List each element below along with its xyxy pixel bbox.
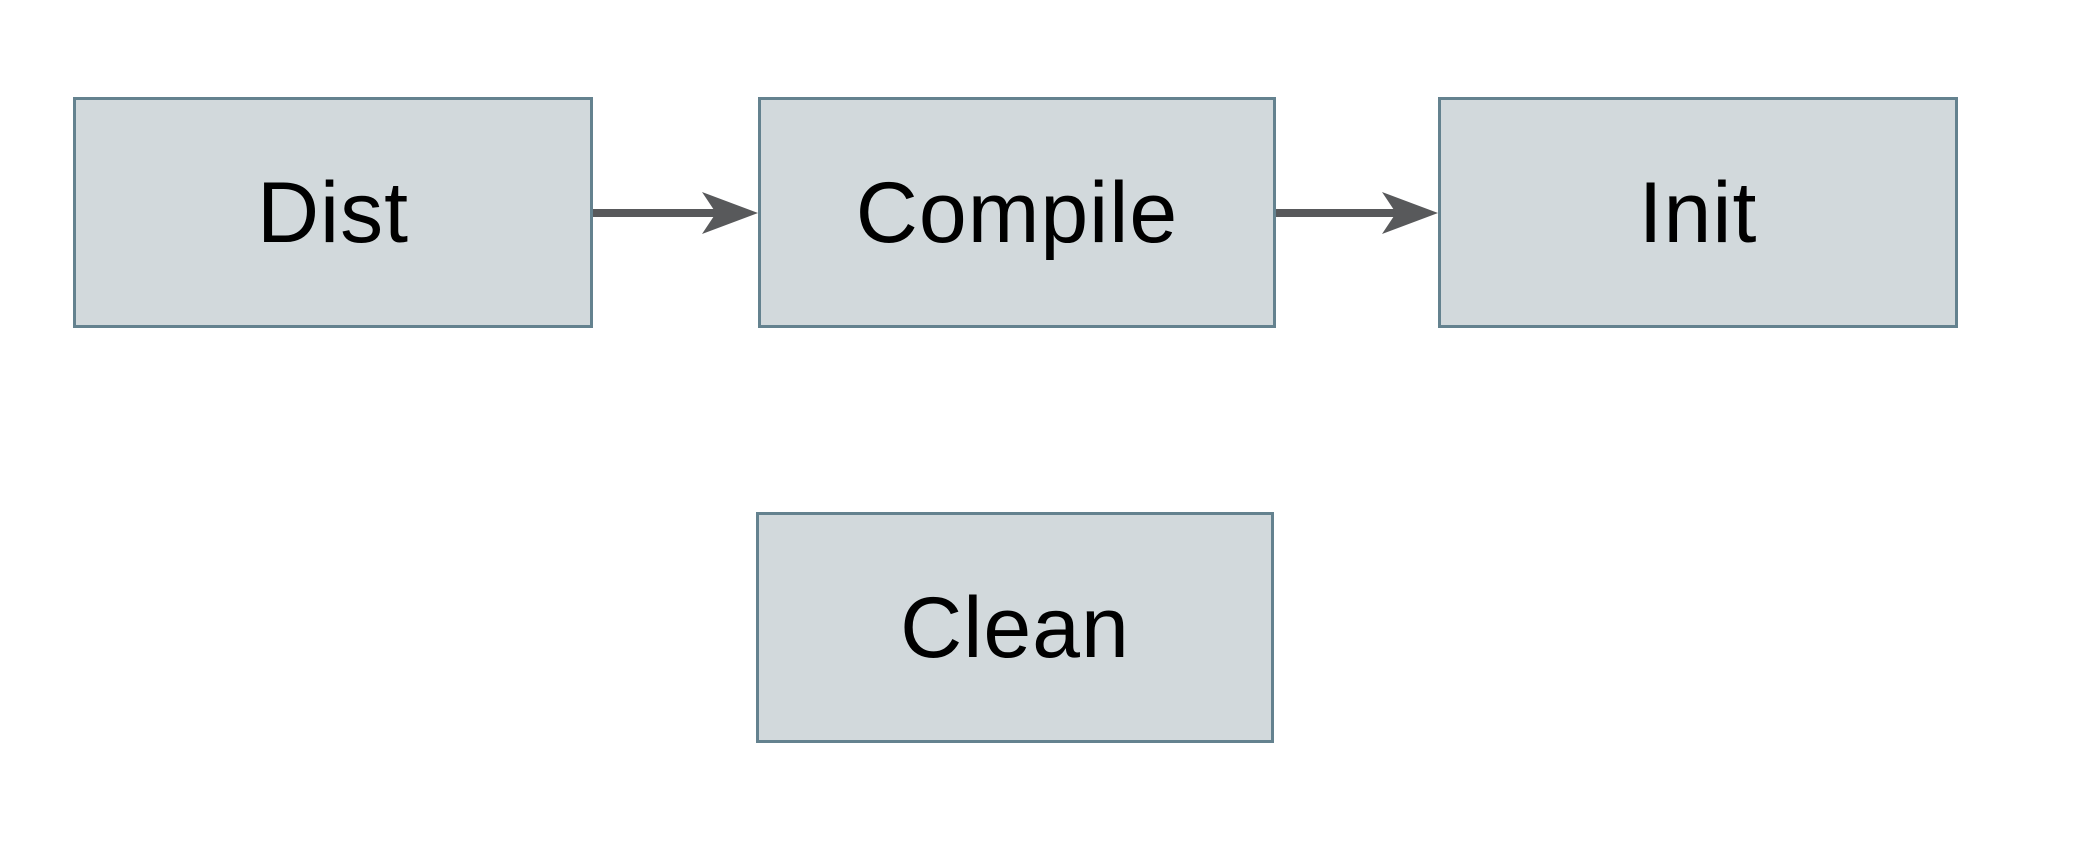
- node-init-label: Init: [1638, 164, 1758, 261]
- arrowhead-right-icon: [1382, 192, 1438, 234]
- node-dist-label: Dist: [256, 164, 410, 261]
- node-compile: Compile: [758, 97, 1276, 328]
- arrowhead-right-icon: [702, 192, 758, 234]
- node-clean: Clean: [756, 512, 1274, 743]
- node-compile-label: Compile: [855, 164, 1179, 261]
- node-init: Init: [1438, 97, 1958, 328]
- node-clean-label: Clean: [900, 579, 1130, 676]
- node-dist: Dist: [73, 97, 593, 328]
- arrow-compile-to-init: [1276, 192, 1438, 234]
- arrow-dist-to-compile: [593, 192, 758, 234]
